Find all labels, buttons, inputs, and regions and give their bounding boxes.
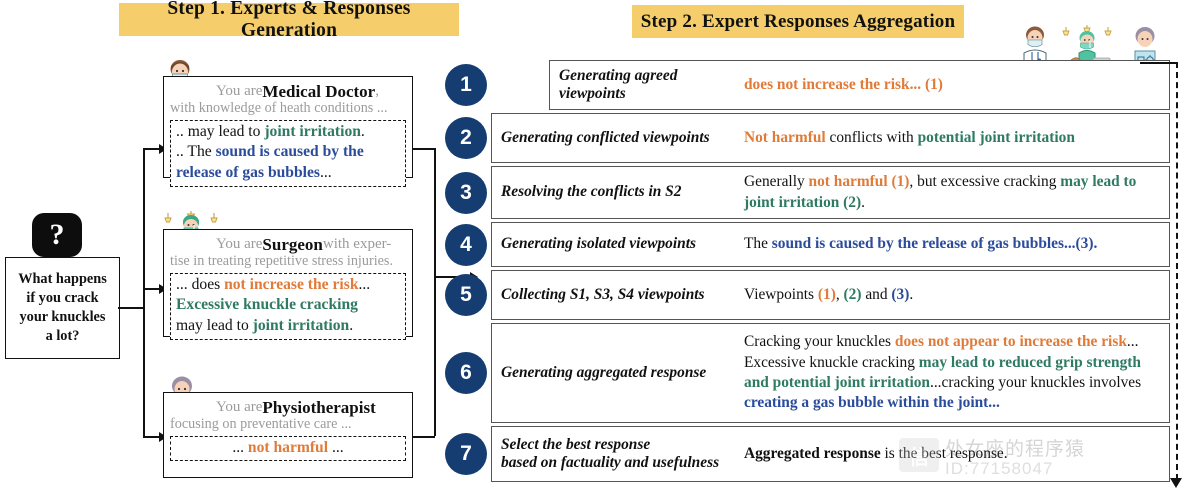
connector-vertical-left — [143, 148, 145, 436]
step-row[interactable]: Generating agreed viewpoints does not inc… — [549, 60, 1170, 110]
expert-card-medical-doctor: You are Medical Doctor , with knowledge … — [163, 76, 413, 187]
merge-from-expert-0 — [413, 148, 435, 150]
expert-persona-sub: focusing on preventative care ... — [170, 416, 352, 432]
expert-persona-line: You are Surgeon with exper- — [170, 234, 406, 255]
expert-answer: ... not harmful ... — [170, 435, 406, 462]
step2-banner: Step 2. Expert Responses Aggregation — [632, 5, 964, 38]
merge-vertical-right — [434, 148, 436, 436]
feedback-arrow-down — [1170, 478, 1182, 488]
connector-question-out — [118, 307, 144, 309]
persona-suffix: , — [375, 83, 379, 100]
step-row[interactable]: Resolving the conflicts in S2 Generally n… — [491, 166, 1170, 219]
expert-card-physiotherapist: You are Physiotherapist focusing on prev… — [163, 392, 413, 478]
persona-prefix: You are — [216, 236, 263, 253]
question-mark-icon: ? — [32, 213, 82, 266]
step-label: Collecting S1, S3, S4 viewpoints — [501, 285, 705, 303]
step-label: Generating conflicted viewpoints — [501, 128, 710, 146]
step-row[interactable]: Collecting S1, S3, S4 viewpoints Viewpoin… — [491, 270, 1170, 320]
step-label: Resolving the conflicts in S2 — [501, 183, 682, 201]
step-content: Generally not harmful (1), but excessive… — [744, 173, 1137, 211]
persona-suffix: with exper- — [322, 236, 392, 253]
step-content: Aggregated response is the best response… — [744, 444, 1008, 462]
feedback-top-connector — [1140, 62, 1178, 64]
step-number-badge: 2 — [445, 117, 487, 159]
connector-to-expert-0 — [143, 148, 163, 150]
step-number-badge: 1 — [445, 64, 487, 106]
question-box: What happens if you crack your knuckles … — [5, 257, 120, 359]
expert-persona-sub: with knowledge of heath conditions ... — [170, 100, 388, 116]
expert-persona-sub: tise in treating repetitive stress injur… — [170, 253, 394, 269]
question-line: if you crack — [26, 290, 99, 306]
step1-banner: Step 1. Experts & Responses Generation — [119, 0, 459, 41]
step-row[interactable]: Generating isolated viewpoints The sound … — [491, 222, 1170, 267]
step-content: The sound is caused by the release of ga… — [744, 235, 1098, 253]
step-label: Generating isolated viewpoints — [501, 235, 696, 253]
expert-role: Surgeon — [262, 234, 323, 254]
step-content: does not increase the risk... (1) — [744, 75, 943, 93]
expert-role: Medical Doctor — [262, 81, 376, 101]
step-number-badge: 3 — [445, 171, 487, 214]
question-line: your knuckles — [19, 309, 106, 325]
merge-from-expert-2 — [413, 436, 435, 438]
question-line: What happens — [18, 271, 107, 287]
step-label: Generating agreed viewpoints — [559, 66, 678, 102]
step-number-badge: 5 — [445, 274, 487, 316]
expert-answer: .. may lead to joint irritation... The s… — [170, 119, 406, 187]
feedback-dashed-line — [1176, 62, 1178, 480]
persona-prefix: You are — [216, 399, 263, 416]
step-row[interactable]: Generating conflicted viewpoints Not harm… — [491, 113, 1170, 163]
step-number-badge: 6 — [445, 352, 487, 394]
expert-persona-line: You are Medical Doctor , — [170, 81, 406, 102]
step-content: Not harmful conflicts with potential joi… — [744, 128, 1075, 146]
step-row[interactable]: Generating aggregated response Cracking y… — [491, 323, 1170, 423]
steps-table: Generating agreed viewpoints does not inc… — [445, 60, 1170, 485]
step-number-badge: 7 — [445, 433, 487, 475]
step-content: Viewpoints (1), (2) and (3). — [744, 285, 914, 303]
expert-answer: ... does not increase the risk...Excessi… — [170, 272, 406, 340]
persona-prefix: You are — [216, 83, 263, 100]
question-line: a lot? — [45, 328, 80, 344]
step-label: Generating aggregated response — [501, 363, 707, 381]
expert-persona-line: You are Physiotherapist — [170, 397, 406, 418]
expert-role: Physiotherapist — [262, 397, 376, 417]
step-number-badge: 4 — [445, 223, 487, 266]
connector-to-expert-2 — [143, 436, 163, 438]
expert-card-surgeon: You are Surgeon with exper- tise in trea… — [163, 229, 413, 340]
step-content: Cracking your knuckles does not appear t… — [744, 333, 1142, 412]
connector-to-expert-1 — [143, 288, 163, 290]
